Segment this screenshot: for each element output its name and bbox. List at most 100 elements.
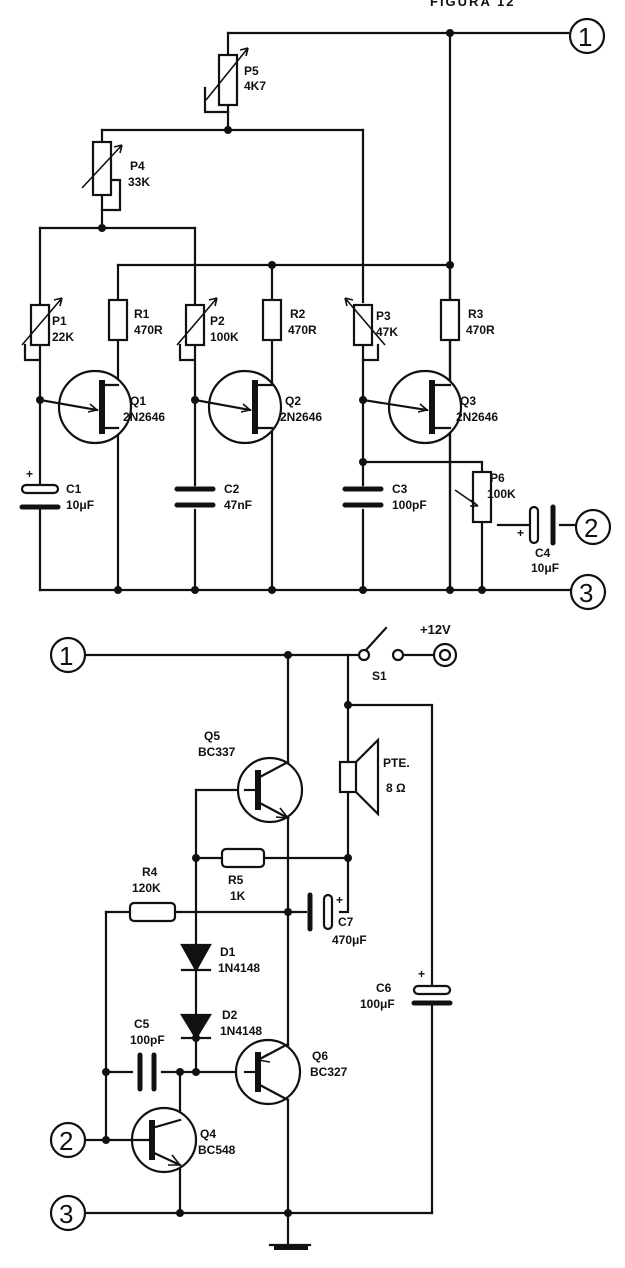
c7-ref: C7 [338,915,354,929]
p1-ref: P1 [52,314,67,328]
svg-text:+: + [26,467,33,481]
c5-value: 100pF [130,1033,165,1047]
d2-value: 1N4148 [220,1024,262,1038]
svg-text:3: 3 [59,1199,73,1229]
q6-ref: Q6 [312,1049,328,1063]
p2-value: 100K [210,330,239,344]
svg-text:2: 2 [584,513,598,543]
p3-trimmer: P3 47K [344,297,398,347]
speaker-value: 8 Ω [386,781,406,795]
q1-ref: Q1 [130,394,146,408]
c2-value: 47nF [224,498,252,512]
c7-value: 470μF [332,933,367,947]
terminal-3-top: 3 [569,573,607,611]
c4-capacitor: + C4 10μF [517,504,559,575]
figure-title: FIGURA 12 [430,0,515,9]
p2-ref: P2 [210,314,225,328]
svg-text:+: + [517,526,524,540]
terminal-3-bottom: 3 [49,1194,87,1232]
p6-value: 100K [487,487,516,501]
c5-ref: C5 [134,1017,150,1031]
p1-trimmer: P1 22K [21,297,74,347]
r2-value: 470R [288,323,317,337]
r1-ref: R1 [134,307,150,321]
c3-capacitor: C3 100pF [342,482,427,512]
r1-value: 470R [134,323,163,337]
r2-ref: R2 [290,307,306,321]
q6-value: BC327 [310,1065,348,1079]
r5-value: 1K [230,889,246,903]
q1-transistor: Q1 2N2646 [38,369,165,445]
c6-value: 100μF [360,997,395,1011]
p4-ref: P4 [130,159,145,173]
switch-s1: S1 [357,626,405,683]
c5-capacitor: C5 100pF [130,1017,165,1092]
svg-text:2: 2 [59,1126,73,1156]
terminal-2-bottom: 2 [49,1121,87,1159]
r3-ref: R3 [468,307,484,321]
r3-value: 470R [466,323,495,337]
supply-12v: +12V [420,622,458,668]
d1-value: 1N4148 [218,961,260,975]
svg-text:3: 3 [579,578,593,608]
svg-text:+: + [336,893,343,907]
c1-ref: C1 [66,482,82,496]
p3-value: 47K [376,325,398,339]
r1-resistor: R1 470R [107,298,163,342]
svg-text:1: 1 [578,22,592,52]
p6-trimmer: P6 100K [454,470,516,524]
d2-ref: D2 [222,1008,238,1022]
q2-ref: Q2 [285,394,301,408]
p1-value: 22K [52,330,74,344]
r4-value: 120K [132,881,161,895]
q4-value: BC548 [198,1143,236,1157]
c6-ref: C6 [376,981,392,995]
c2-ref: C2 [224,482,240,496]
p4-value: 33K [128,175,150,189]
supply-label: +12V [420,622,451,637]
q4-transistor: Q4 BC548 [130,1106,236,1174]
r3-resistor: R3 470R [439,298,495,342]
c1-value: 10μF [66,498,94,512]
upper-junctions [36,29,486,594]
p6-ref: P6 [490,471,505,485]
upper-stage-wiring [23,31,577,592]
p5-value: 4K7 [244,79,266,93]
q3-ref: Q3 [460,394,476,408]
speaker-ref: PTE. [383,756,410,770]
terminal-1-top: 1 [568,17,606,55]
r5-resistor: R5 1K [220,847,266,903]
speaker: PTE. 8 Ω [338,737,410,817]
svg-text:+: + [418,967,425,981]
q1-value: 2N2646 [123,410,165,424]
p3-ref: P3 [376,309,391,323]
q5-ref: Q5 [204,729,220,743]
r2-resistor: R2 470R [261,298,317,342]
s1-label: S1 [372,669,387,683]
c2-capacitor: C2 47nF [174,482,252,512]
p4-trimmer: P4 33K [81,140,150,197]
q2-value: 2N2646 [280,410,322,424]
c4-ref: C4 [535,546,551,560]
terminal-1-bottom: 1 [49,636,87,674]
c6-capacitor: + C6 100μF [360,967,453,1011]
c7-capacitor: + C7 470μF [307,892,367,947]
d1-diode: D1 1N4148 [180,943,260,975]
lower-stage-wiring [84,653,434,1247]
r4-ref: R4 [142,865,158,879]
q2-transistor: Q2 2N2646 [193,369,322,445]
c4-value: 10μF [531,561,559,575]
q5-value: BC337 [198,745,236,759]
d2-diode: D2 1N4148 [180,1008,262,1041]
r4-resistor: R4 120K [128,865,177,923]
p2-trimmer: P2 100K [176,297,239,347]
p5-trimmer: P5 4K7 [205,47,266,107]
terminal-2-top: 2 [574,508,612,546]
q4-ref: Q4 [200,1127,216,1141]
q3-value: 2N2646 [456,410,498,424]
q5-transistor: Q5 BC337 [198,729,304,824]
svg-text:1: 1 [59,641,73,671]
d1-ref: D1 [220,945,236,959]
c3-value: 100pF [392,498,427,512]
